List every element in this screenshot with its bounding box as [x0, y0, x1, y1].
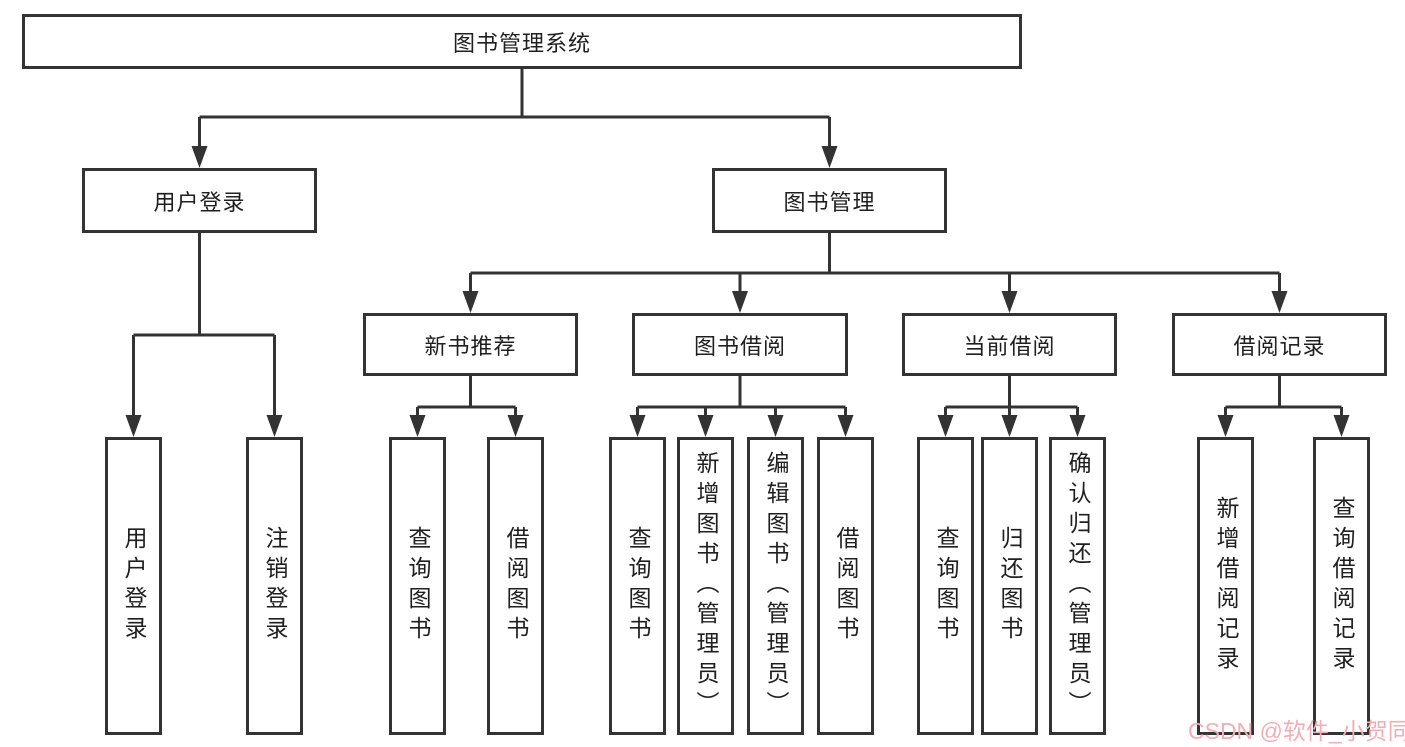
node-root-system: 图书管理系统: [22, 14, 1022, 69]
connector-new-rec-to-leaves: [416, 376, 517, 418]
connector-user-login-to-leaves: [132, 233, 276, 418]
leaf-current-return-book-label: 归还图书: [997, 526, 1023, 646]
arrowhead: [732, 291, 748, 313]
leaf-borrow-query-book-label: 查询图书: [625, 526, 651, 646]
leaf-records-add-record-label: 新增借阅记录: [1213, 496, 1239, 676]
leaf-user-login: 用户登录: [105, 437, 162, 735]
node-borrow-records: 借阅记录: [1172, 313, 1387, 376]
arrowhead: [837, 415, 854, 437]
arrowhead: [507, 415, 524, 437]
node-borrow-records-label: 借阅记录: [1233, 333, 1326, 359]
leaf-borrow-add-book-admin: 新增图书（管理员）: [677, 437, 734, 735]
arrowhead: [937, 415, 954, 437]
node-book-borrow: 图书借阅: [632, 313, 848, 376]
node-book-management-label: 图书管理: [783, 189, 876, 215]
leaf-borrow-query-book: 查询图书: [609, 437, 666, 735]
leaf-user-login-label: 用户登录: [121, 526, 147, 646]
leaf-recommend-query-book: 查询图书: [389, 437, 446, 735]
node-root-label: 图书管理系统: [452, 30, 591, 56]
leaf-current-query-book: 查询图书: [917, 437, 974, 735]
connector-records-to-leaves: [1224, 376, 1343, 418]
leaf-recommend-borrow-book-label: 借阅图书: [503, 526, 529, 646]
leaf-recommend-borrow-book: 借阅图书: [487, 437, 544, 735]
leaf-records-query-record-label: 查询借阅记录: [1329, 496, 1355, 676]
leaf-logout-label: 注销登录: [262, 526, 288, 646]
leaf-current-confirm-return-admin-label: 确认归还（管理员）: [1065, 451, 1091, 721]
arrowhead: [409, 415, 426, 437]
node-new-book-recommend-label: 新书推荐: [424, 333, 517, 359]
arrowhead: [266, 415, 283, 437]
arrowhead: [191, 146, 208, 168]
arrowhead: [1001, 291, 1018, 313]
csdn-watermark: CSDN @软件_小贺同学: [1188, 718, 1405, 744]
arrowhead: [697, 415, 714, 437]
arrowhead: [767, 415, 784, 437]
arrowhead: [1217, 415, 1234, 437]
node-user-login-label: 用户登录: [153, 189, 246, 215]
leaf-records-add-record: 新增借阅记录: [1197, 437, 1254, 735]
node-book-borrow-label: 图书借阅: [693, 333, 786, 359]
leaf-records-query-record: 查询借阅记录: [1313, 437, 1370, 735]
leaf-recommend-query-book-label: 查询图书: [405, 526, 431, 646]
node-current-borrow: 当前借阅: [902, 313, 1117, 376]
node-user-login: 用户登录: [82, 168, 317, 233]
leaf-current-return-book: 归还图书: [981, 437, 1038, 735]
arrowhead: [1001, 415, 1018, 437]
arrowhead: [629, 415, 646, 437]
node-new-book-recommend: 新书推荐: [363, 313, 578, 376]
arrowhead: [1271, 291, 1288, 313]
arrowhead: [125, 415, 142, 437]
connector-book-borrow-to-leaves: [636, 376, 847, 418]
node-book-management: 图书管理: [712, 168, 947, 233]
arrowhead: [1333, 415, 1350, 437]
connector-current-borrow-to-leaves: [944, 376, 1079, 418]
arrowhead: [1069, 415, 1086, 437]
leaf-borrow-edit-book-admin: 编辑图书（管理员）: [747, 437, 804, 735]
leaf-borrow-edit-book-admin-label: 编辑图书（管理员）: [763, 451, 789, 721]
leaf-logout: 注销登录: [246, 437, 303, 735]
arrowhead: [821, 146, 838, 168]
arrowhead: [462, 291, 479, 313]
leaf-borrow-borrow-book-label: 借阅图书: [833, 526, 859, 646]
connector-root-to-level2: [198, 69, 831, 149]
leaf-current-confirm-return-admin: 确认归还（管理员）: [1049, 437, 1106, 735]
leaf-current-query-book-label: 查询图书: [933, 526, 959, 646]
node-current-borrow-label: 当前借阅: [963, 333, 1056, 359]
leaf-borrow-borrow-book: 借阅图书: [817, 437, 874, 735]
leaf-borrow-add-book-admin-label: 新增图书（管理员）: [693, 451, 719, 721]
connector-book-mgmt-to-level3: [469, 233, 1281, 294]
